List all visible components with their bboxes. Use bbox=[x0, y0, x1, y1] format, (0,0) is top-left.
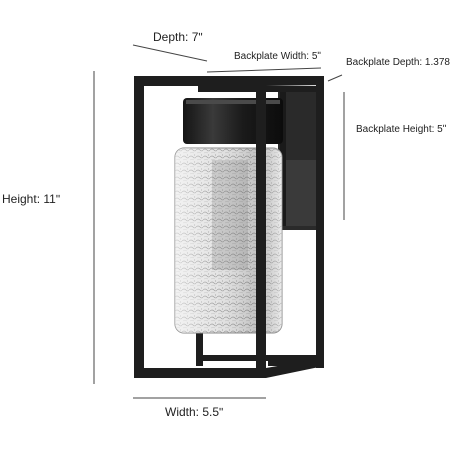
backplate bbox=[278, 88, 320, 230]
backplate-depth-line bbox=[327, 74, 343, 82]
backplate-height-label: Backplate Height: 5ʺ bbox=[356, 124, 447, 135]
frame-front bbox=[134, 76, 324, 378]
backplate-width-label: Backplate Width: 5ʺ bbox=[234, 51, 321, 62]
depth-line bbox=[132, 44, 208, 62]
dimension-lines bbox=[93, 44, 345, 399]
backplate-depth-label: Backplate Depth: 1.378ʺ bbox=[346, 57, 450, 68]
width-label: Width: 5.5ʺ bbox=[165, 405, 224, 419]
glass-shade bbox=[174, 147, 283, 334]
light-cap bbox=[183, 98, 283, 144]
depth-label: Depth: 7ʺ bbox=[153, 30, 203, 44]
backplate-width-line bbox=[206, 67, 322, 73]
height-label: Height: 11ʺ bbox=[2, 192, 61, 206]
